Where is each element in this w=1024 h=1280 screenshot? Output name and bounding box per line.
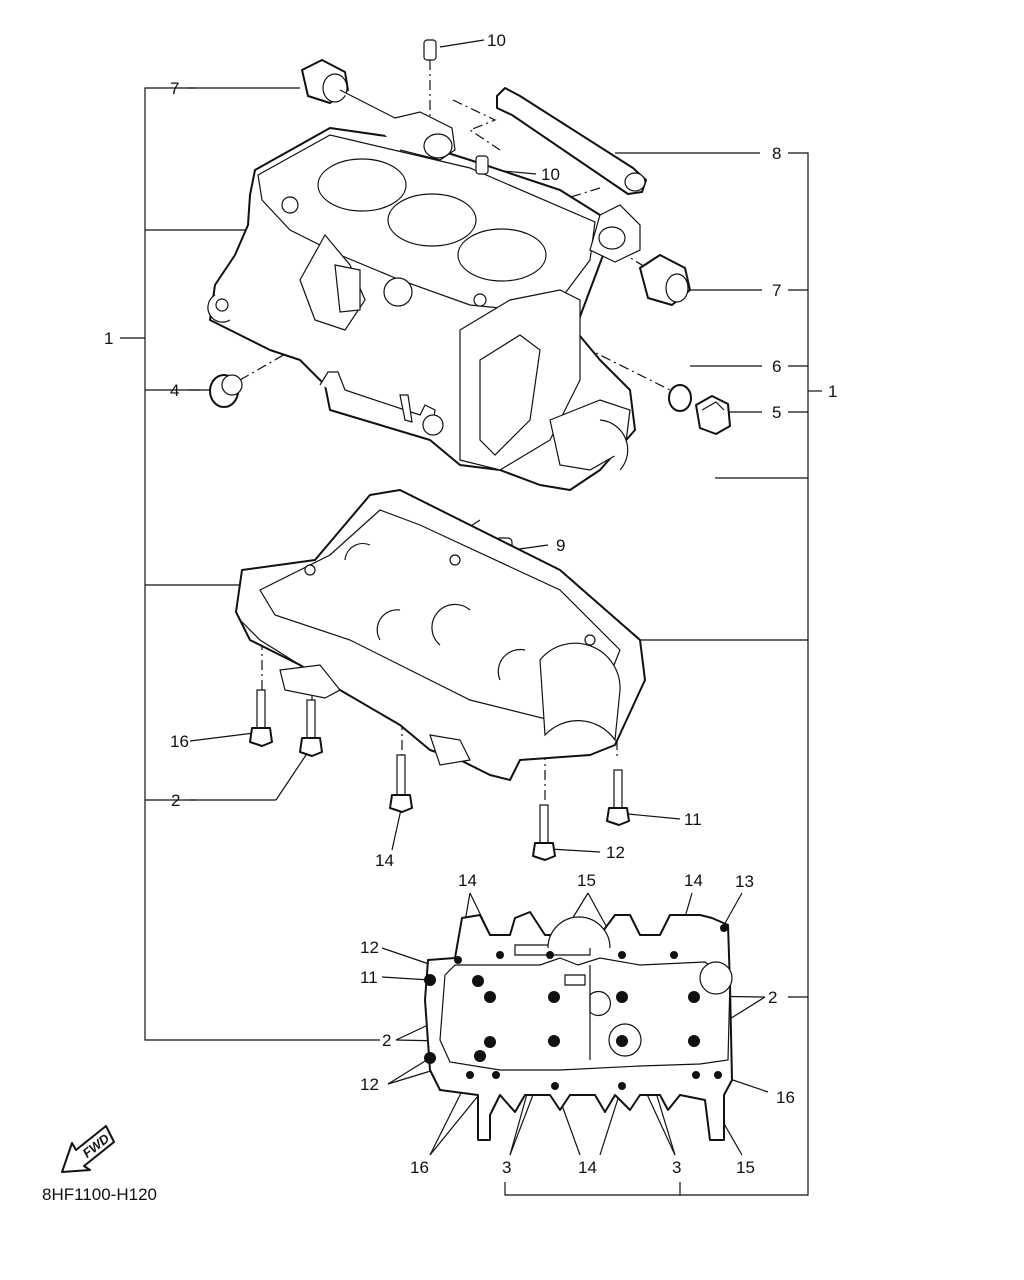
callout-14-inset-top: 14 [458,871,477,890]
callout-11-inset: 11 [360,968,378,987]
engine-mount-bushing-right [589,204,691,306]
callout-15-inset-bottom: 15 [736,1158,755,1177]
mount-rod [496,87,647,195]
bolt-12 [532,804,556,861]
callout-4: 4 [170,381,179,400]
bolt-2 [299,699,323,757]
o-ring-6 [668,384,692,412]
callout-5: 5 [772,403,781,422]
callout-10-mid: 10 [541,165,560,184]
callout-1-right: 1 [828,382,837,401]
callout-16-inset-right: 16 [776,1088,795,1107]
bolt-14 [389,754,413,813]
plug-4 [209,374,243,408]
callout-2-left: 2 [171,791,180,810]
callout-14-bolt: 14 [375,851,394,870]
callout-labels: 1 1 2 2 2 3 3 4 5 6 7 7 8 9 10 10 11 11 … [104,31,837,1177]
fwd-arrow-icon: FWD [61,1125,115,1173]
callout-14-inset-bottom: 14 [578,1158,597,1177]
callout-2-inset-mid: 2 [382,1031,391,1050]
bolt-11 [606,769,630,826]
callout-12-inset-bottom: 12 [360,1075,379,1094]
upper-crankcase [207,127,636,491]
callout-16-inset-left: 16 [410,1158,429,1177]
callout-3-inset-right: 3 [672,1158,681,1177]
callout-12-bolt: 12 [606,843,625,862]
callout-7-top-left: 7 [170,79,179,98]
bolt-16 [249,689,273,747]
callout-10-top: 10 [487,31,506,50]
callout-6: 6 [772,357,781,376]
callout-16-bolt: 16 [170,732,189,751]
callout-14-inset-right: 14 [684,871,703,890]
callout-11-bolt: 11 [684,810,702,829]
diagram-code: 8HF1100-H120 [42,1185,157,1204]
bolt-hole-markers [424,924,728,1090]
callout-2-inset-right: 2 [768,988,777,1007]
bolt-pattern-inset [424,911,733,1141]
oil-strainer-5 [695,395,731,435]
lower-crankcase [235,489,646,781]
callout-8: 8 [772,144,781,163]
callout-7-right: 7 [772,281,781,300]
engine-mount-bushing-top [301,59,456,161]
callout-3-inset-left: 3 [502,1158,511,1177]
right-assembly-bracket [504,152,822,1196]
callout-9: 9 [556,536,565,555]
left-assembly-bracket [120,87,380,1041]
callout-15-inset-top: 15 [577,871,596,890]
callout-12-inset-top: 12 [360,938,379,957]
callout-13: 13 [735,872,754,891]
callout-1-left: 1 [104,329,113,348]
